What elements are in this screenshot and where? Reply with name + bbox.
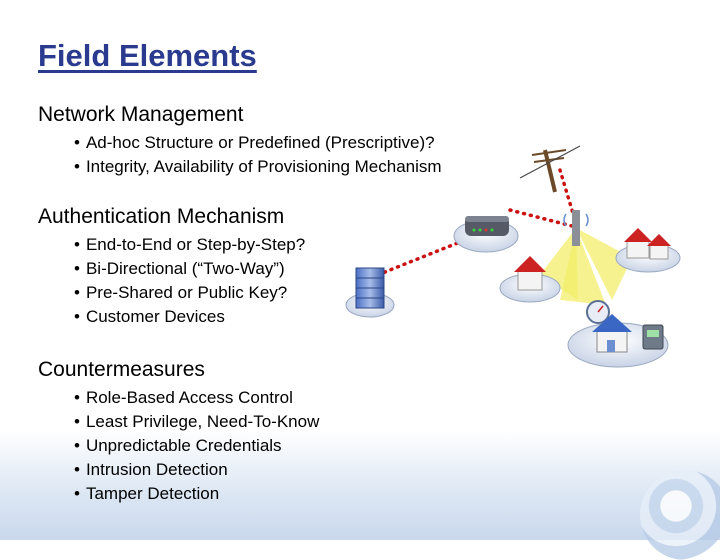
house-icon — [615, 228, 681, 273]
antenna-tower-icon — [563, 210, 589, 246]
bullet-item: Integrity, Availability of Provisioning … — [74, 155, 442, 179]
section-heading: Network Management — [38, 103, 244, 126]
bullet-item: Intrusion Detection — [74, 458, 319, 482]
house-icon — [499, 256, 561, 303]
bullet-item: Customer Devices — [74, 305, 305, 329]
utility-pole-icon — [519, 145, 581, 193]
bullet-item: Ad-hoc Structure or Predefined (Prescrip… — [74, 131, 442, 155]
decorative-swirl — [640, 470, 720, 560]
slide-title: Field Elements — [38, 38, 257, 73]
bullet-item: Least Privilege, Need-To-Know — [74, 410, 319, 434]
signal-beam — [540, 228, 632, 305]
server-icon — [345, 267, 395, 318]
router-icon — [453, 216, 519, 253]
bullet-item: Bi-Directional (“Two-Way”) — [74, 257, 305, 281]
bullet-list: Role-Based Access Control Least Privileg… — [38, 386, 319, 506]
bullet-item: Tamper Detection — [74, 482, 319, 506]
house-icon — [592, 314, 632, 353]
bullet-item: Role-Based Access Control — [74, 386, 319, 410]
bullet-item: Unpredictable Credentials — [74, 434, 319, 458]
section-authentication-mechanism: Authentication Mechanism End-to-End or S… — [38, 205, 305, 329]
smart-meter-icon — [567, 300, 669, 368]
section-countermeasures: Countermeasures Role-Based Access Contro… — [38, 358, 319, 506]
bullet-item: Pre-Shared or Public Key? — [74, 281, 305, 305]
section-heading: Countermeasures — [38, 358, 205, 381]
section-network-management: Network Management Ad-hoc Structure or P… — [38, 103, 442, 179]
communication-link — [363, 168, 577, 282]
bullet-list: Ad-hoc Structure or Predefined (Prescrip… — [38, 131, 442, 179]
section-heading: Authentication Mechanism — [38, 205, 285, 228]
bullet-list: End-to-End or Step-by-Step? Bi-Direction… — [38, 233, 305, 329]
bullet-item: End-to-End or Step-by-Step? — [74, 233, 305, 257]
